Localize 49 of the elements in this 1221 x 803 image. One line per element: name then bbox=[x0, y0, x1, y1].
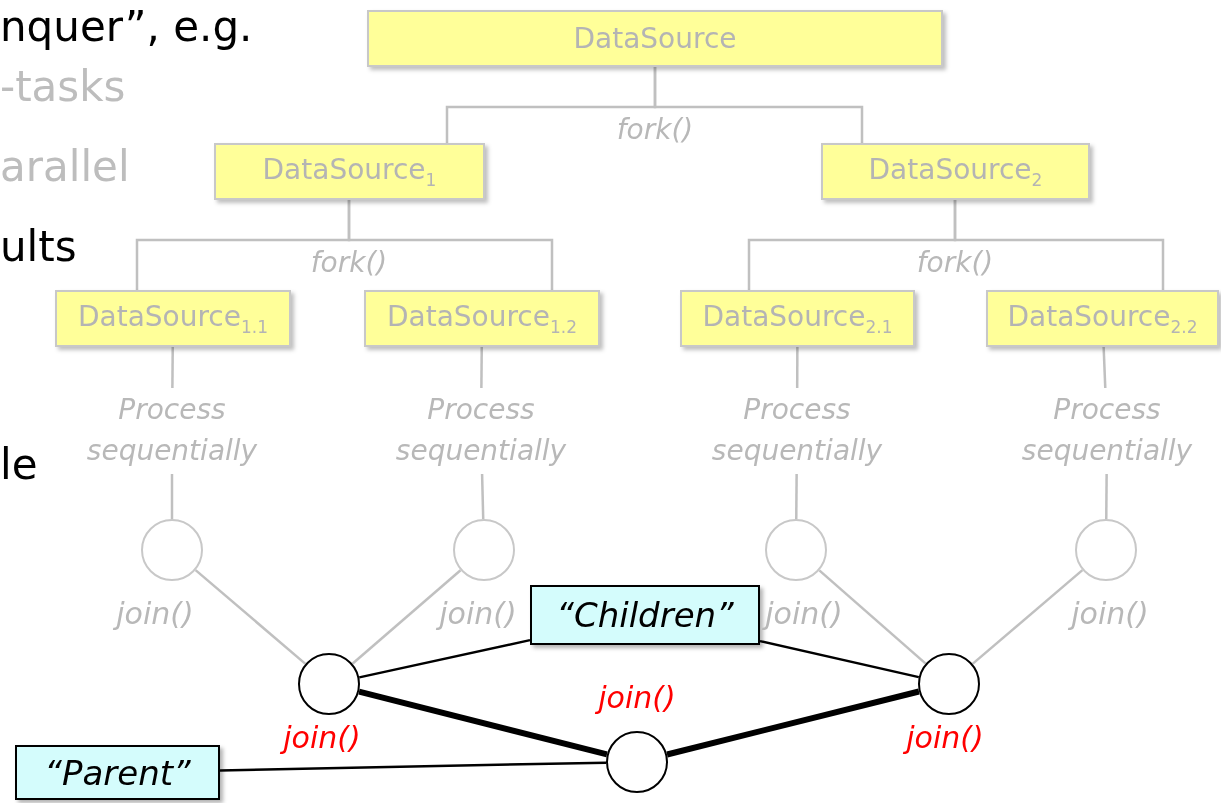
data-source-box bbox=[214, 143, 485, 200]
data-source-box bbox=[364, 290, 600, 347]
slide-text: arallel bbox=[0, 142, 130, 191]
leader-line bbox=[359, 638, 531, 679]
data-source-box bbox=[821, 143, 1090, 200]
connector-line bbox=[795, 474, 798, 519]
step-text: Process sequentially bbox=[687, 388, 907, 474]
connector-line bbox=[971, 569, 1084, 665]
data-source-box bbox=[986, 290, 1219, 347]
connector-line bbox=[666, 688, 920, 758]
connector-line bbox=[480, 473, 485, 520]
connector-line bbox=[358, 688, 608, 758]
connector-line bbox=[818, 569, 927, 665]
callout-label: “Parent” bbox=[44, 752, 191, 793]
connector-line bbox=[1102, 346, 1107, 389]
leader-line bbox=[759, 639, 920, 679]
join-circle bbox=[298, 653, 360, 715]
slide-text: -tasks bbox=[0, 62, 126, 111]
callout-box bbox=[15, 745, 220, 800]
step-text: Process sequentially bbox=[997, 388, 1217, 474]
connector-line bbox=[347, 200, 554, 290]
connector-line bbox=[351, 569, 462, 665]
box-label: DataSource$_{1}$ bbox=[262, 153, 437, 190]
slide-text: ults bbox=[0, 222, 77, 271]
slide-text: le bbox=[0, 440, 38, 489]
join-circle bbox=[918, 653, 980, 715]
step-text: Process sequentially bbox=[62, 388, 282, 474]
box-label: DataSource$_{1.2}$ bbox=[386, 300, 578, 337]
connector-line bbox=[194, 569, 307, 665]
connector-line bbox=[1105, 474, 1108, 519]
callout-label: “Children” bbox=[556, 595, 734, 635]
connector-line bbox=[171, 347, 174, 388]
callout-box bbox=[530, 585, 760, 645]
box-label: DataSource$_{2.2}$ bbox=[1007, 300, 1198, 337]
leader-line bbox=[219, 761, 607, 772]
connector-line bbox=[795, 347, 799, 388]
connector-line bbox=[170, 474, 174, 519]
box-label: DataSource bbox=[573, 22, 737, 55]
step-text: Process sequentially bbox=[371, 388, 591, 474]
connector-line bbox=[953, 200, 1165, 290]
slide-text: nquer”, e.g. bbox=[0, 2, 253, 51]
box-label: DataSource$_{2.1}$ bbox=[702, 300, 893, 337]
box-label: DataSource$_{1.1}$ bbox=[77, 300, 269, 337]
data-source-box bbox=[367, 10, 943, 67]
data-source-box bbox=[55, 290, 291, 347]
connector-line bbox=[653, 67, 864, 143]
data-source-box bbox=[680, 290, 915, 347]
connector-line bbox=[480, 347, 483, 388]
box-label: DataSource$_{2}$ bbox=[868, 153, 1043, 190]
